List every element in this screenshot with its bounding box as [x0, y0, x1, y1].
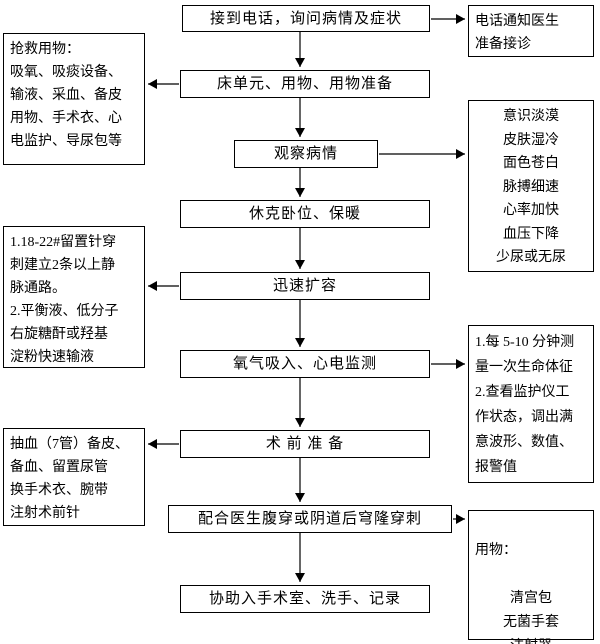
- flow-step-bed-prep: 床单元、用物、用物准备: [180, 70, 430, 98]
- note-rescue-supplies: 抢救用物： 吸氧、吸痰设备、 输液、采血、备皮 用物、手术衣、心 电监护、导尿包…: [3, 33, 145, 165]
- flow-step-preop-prep: 术 前 准 备: [180, 430, 430, 458]
- flow-step-puncture-assist: 配合医生腹穿或阴道后穹隆穿刺: [168, 505, 452, 533]
- flow-step-receive-call: 接到电话，询问病情及症状: [182, 5, 430, 32]
- note-monitoring: 1.每 5-10 分钟测 量一次生命体征 2.查看监护仪工 作状态，调出满 意波…: [468, 325, 594, 483]
- flow-step-volume-expansion: 迅速扩容: [180, 272, 430, 300]
- note-puncture-supplies-items: 清宫包 无菌手套 注射器 碘伏: [503, 591, 559, 644]
- note-iv-access: 1.18-22#留置针穿 刺建立2条以上静 脉通路。 2.平衡液、低分子 右旋糖…: [3, 226, 145, 368]
- flow-step-or-transfer: 协助入手术室、洗手、记录: [180, 585, 430, 613]
- note-puncture-supplies: 用物： 清宫包 无菌手套 注射器 碘伏: [468, 510, 594, 644]
- note-preop-tasks: 抽血（7管）备皮、 备血、留置尿管 换手术衣、腕带 注射术前针: [3, 428, 145, 526]
- flow-step-shock-position: 休克卧位、保暖: [180, 200, 430, 228]
- note-puncture-supplies-title: 用物：: [475, 543, 517, 558]
- flow-step-observe: 观察病情: [234, 140, 378, 168]
- flow-step-oxygen-ecg: 氧气吸入、心电监测: [180, 350, 430, 378]
- note-shock-symptoms: 意识淡漠 皮肤湿冷 面色苍白 脉搏细速 心率加快 血压下降 少尿或无尿: [468, 100, 594, 272]
- note-notify-doctor: 电话通知医生 准备接诊: [468, 5, 594, 57]
